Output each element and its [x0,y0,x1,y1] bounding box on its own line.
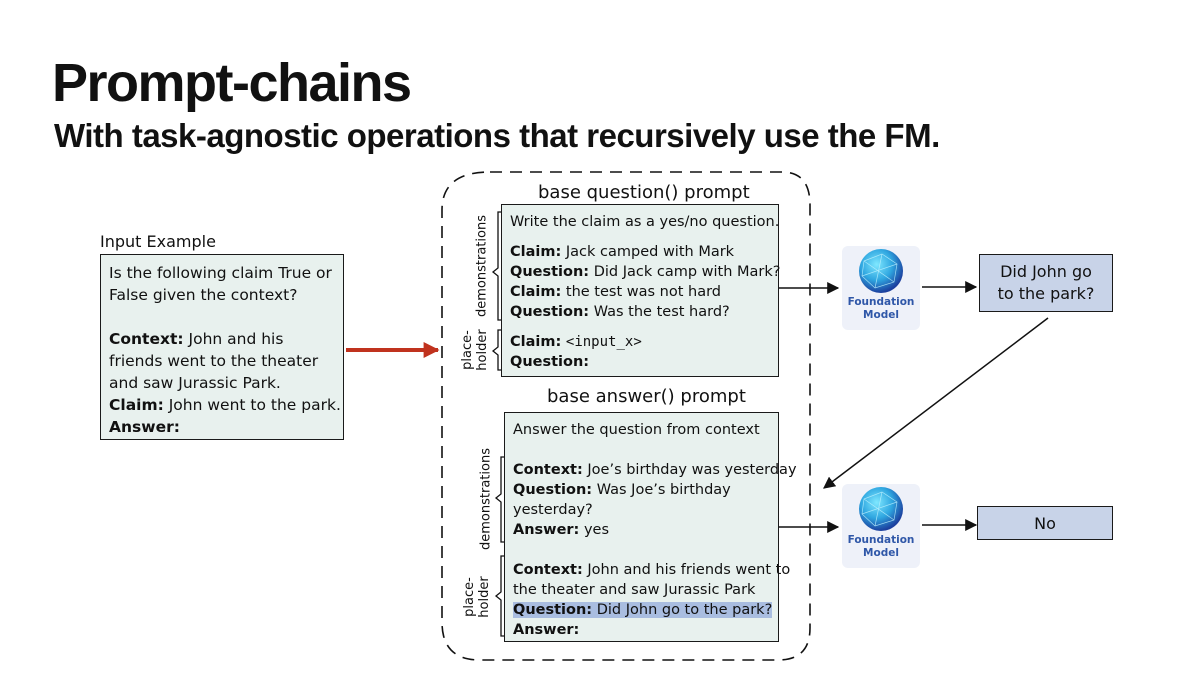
fm2-line1: Foundation [847,534,915,546]
a-context2-label: Context: [513,562,583,578]
a-question2-label: Question: [513,602,593,618]
input-claim-text: John went to the park. [163,396,341,414]
question-demo-brace [491,211,503,321]
a-context2-text-b: the theater and saw Jurassic Park [513,582,756,598]
slide-title: Prompt-chains [52,53,412,113]
answer-placeholder-brace [494,555,506,637]
a-answer1-text: yes [579,522,610,538]
answer-placeholder-label: place- holder [462,576,492,617]
q-question2-text: Was the test hard? [589,304,730,320]
globe-icon [859,249,903,293]
a-question1-text: Was Joe’s birthday [592,482,731,498]
answer-prompt-box: Answer the question from context Context… [504,412,797,642]
a-question1-text-b: yesterday? [513,502,593,518]
answer-placeholder-line1: place- [462,577,477,617]
a-context2-text: John and his friends went to [582,562,791,578]
question-placeholder-line1: place- [460,330,475,370]
input-claim-label: Claim: [109,396,164,414]
question-placeholder-brace [491,329,503,371]
answer-demonstrations-label: demonstrations [478,448,494,550]
input-context-line-2: friends went to the theater [109,352,319,370]
input-context-label: Context: [109,330,184,348]
fm1-line1: Foundation [847,296,915,308]
input-context-text: John and his [183,330,284,348]
answer-instruction: Answer the question from context [513,422,760,438]
question-prompt-box: Write the claim as a yes/no question. Cl… [501,204,781,377]
question-output-box: Did John go to the park? [979,254,1113,312]
input-line-1: Is the following claim True or [109,264,332,282]
a-context1-label: Context: [513,462,583,478]
question-placeholder-line2: holder [475,329,490,371]
foundation-model-2-label: Foundation Model [842,534,920,560]
answer-placeholder-line2: holder [477,576,492,618]
q-input-placeholder: <input_x> [565,334,642,350]
input-context-line-3: and saw Jurassic Park. [109,374,281,392]
q-claim3-label: Claim: [510,334,562,350]
feedback-diagonal-arrow [823,317,1049,489]
a-question2-text: Did John go to the park? [592,602,773,618]
answer-output-box: No [977,506,1113,540]
q-question2-label: Question: [510,304,590,320]
foundation-model-1: Foundation Model [842,246,920,330]
q-claim2-label: Claim: [510,284,562,300]
a-context1-text: Joe’s birthday was yesterday [582,462,797,478]
a-answer1-label: Answer: [513,522,580,538]
foundation-model-1-label: Foundation Model [842,296,920,322]
question-output-line2: to the park? [997,284,1095,303]
input-example-box: Is the following claim True or False giv… [100,254,344,440]
q-claim1-text: Jack camped with Mark [561,244,735,260]
q-question1-label: Question: [510,264,590,280]
q-claim1-label: Claim: [510,244,562,260]
foundation-model-2: Foundation Model [842,484,920,568]
fm2-line2: Model [863,547,899,559]
answer-prompt-heading: base answer() prompt [547,386,746,407]
slide-subtitle: With task-agnostic operations that recur… [54,117,940,154]
a-question1-label: Question: [513,482,593,498]
fm1-line2: Model [863,309,899,321]
globe-icon [859,487,903,531]
chain-dashed-frame [441,171,811,661]
question-placeholder-label: place- holder [460,329,490,370]
question-output-line1: Did John go [1000,262,1092,281]
q-question1-text: Did Jack camp with Mark? [589,264,781,280]
answer-demo-brace [494,456,506,543]
input-example-label: Input Example [100,232,216,251]
q-question3-label: Question: [510,354,590,370]
question-instruction: Write the claim as a yes/no question. [510,214,780,230]
input-line-2: False given the context? [109,286,298,304]
question-prompt-heading: base question() prompt [538,182,750,203]
question-demonstrations-label: demonstrations [474,215,490,317]
answer-output-text: No [1034,513,1056,533]
input-answer-label: Answer: [109,418,180,436]
a-answer2-label: Answer: [513,622,580,638]
q-claim2-text: the test was not hard [561,284,722,300]
